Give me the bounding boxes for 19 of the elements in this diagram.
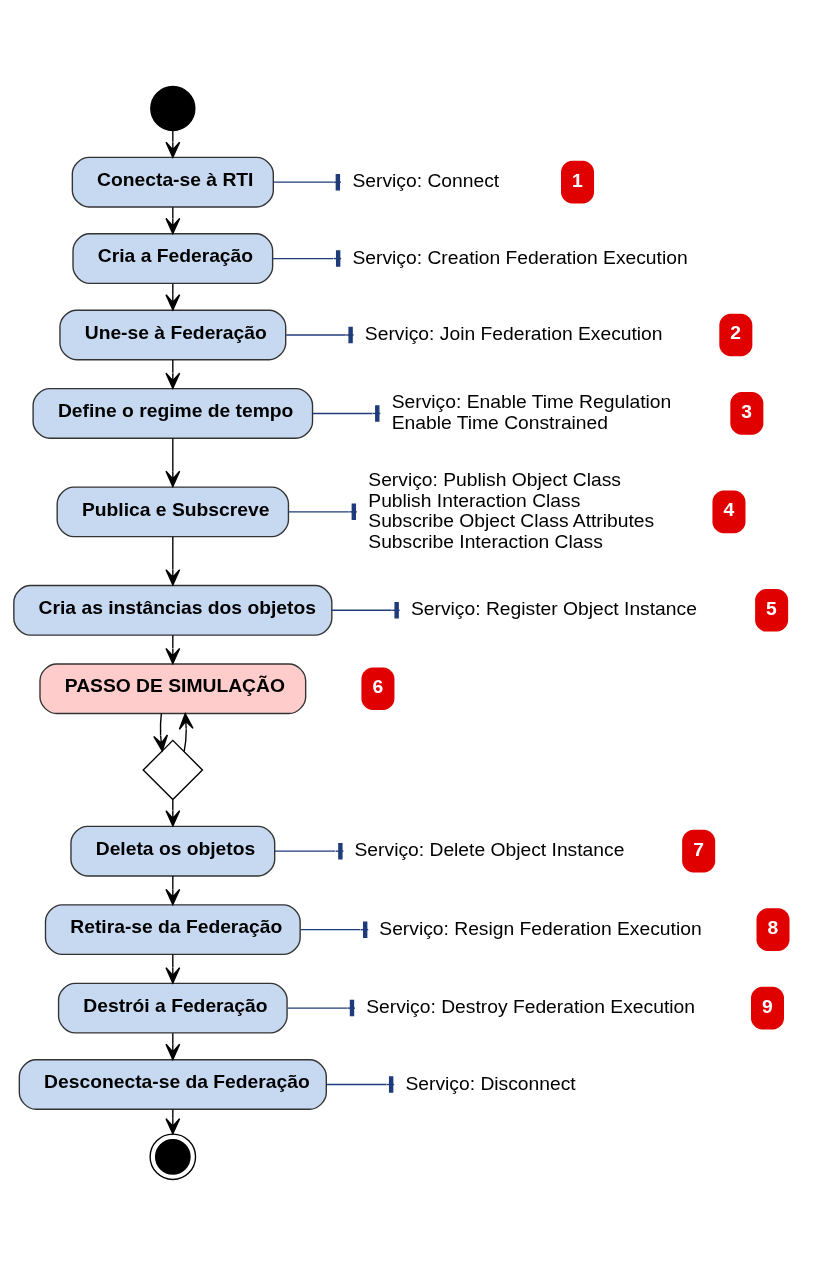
node-text: Serviço: Resign Federation Execution: [379, 917, 702, 939]
label: 9: [761, 995, 773, 1017]
node-text: Serviço: Creation Federation Execution: [352, 246, 688, 268]
label: 8: [767, 916, 779, 938]
node-text: Serviço: Register Object Instance: [410, 597, 697, 619]
node-text: Serviço: Destroy Federation Execution: [366, 995, 695, 1017]
label: 7: [693, 838, 704, 860]
label: 5: [766, 597, 777, 619]
node-text: Serviço: Enable Time Regulation Enable Time Constrained: [391, 390, 672, 433]
node-text: Serviço: Join Federation Execution: [364, 322, 663, 344]
node-text: Serviço: Disconnect: [405, 1072, 576, 1094]
label: 4: [723, 498, 735, 520]
label: 6: [372, 675, 384, 697]
node-text: Serviço: Delete Object Instance: [354, 838, 625, 860]
node-text: Serviço: Connect: [352, 169, 500, 191]
node-text: Serviço: Publish Object Class Publish Interaction Class Subscribe Object Class Attributes Subscribe Interaction Class: [368, 468, 655, 552]
label: 1: [572, 169, 583, 191]
label: 2: [730, 321, 742, 343]
label: 3: [741, 400, 753, 422]
